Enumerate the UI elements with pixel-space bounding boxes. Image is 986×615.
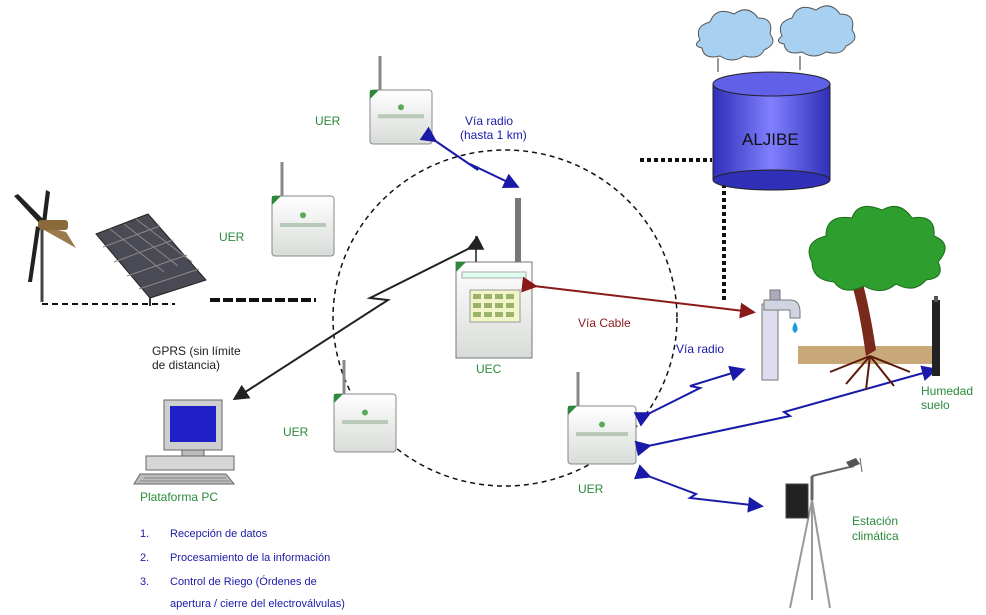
humedad-label-line1: Humedad [921,384,974,398]
tank-icon [712,71,831,191]
pc-icon [133,399,236,485]
humedad-label-line2: suelo [921,398,950,412]
function-text: Procesamiento de la información [170,552,331,564]
uec-label: UEC [476,362,502,376]
via-radio-right-label: Vía radio [676,342,725,356]
uer-device-left[interactable] [271,162,335,257]
uer-label-bottom-right: UER [578,482,604,496]
aljibe-label: ALJIBE [742,130,799,149]
uer-label-left: UER [219,230,245,244]
weather-station-icon [785,457,863,609]
uer-device-bottom-right[interactable] [567,372,637,465]
plataforma-pc-label: Plataforma PC [140,490,219,504]
soil-probe-icon [932,296,940,376]
gprs-label-line1: GPRS (sin límite [152,344,241,358]
function-number: 2. [140,552,150,564]
radio-link-top [419,126,520,189]
via-radio-top-range: (hasta 1 km) [460,128,527,142]
cloud-icon-right [778,5,856,57]
uer-label-bottom-left: UER [283,425,309,439]
pc-functions-list: 1. Recepción de datos 2. Procesamiento de … [140,522,345,614]
cloud-icon-left [696,9,774,61]
function-text: Recepción de datos [170,528,268,540]
function-text: Control de Riego (Órdenes de [170,576,317,588]
function-item: 3. Control de Riego (Órdenes de [140,570,345,594]
via-radio-top-label: Vía radio [465,114,514,128]
via-cable-label: Vía Cable [578,316,631,330]
solar-panel-icon [95,213,207,306]
cable-link [521,276,756,319]
estacion-label-line2: climática [852,529,899,543]
function-number: 3. [140,576,150,588]
radio-link-station [633,464,764,513]
function-item: 1. Recepción de datos [140,522,345,546]
uec-device[interactable] [455,198,533,359]
faucet-icon [761,289,801,381]
radio-link-tap [633,365,746,427]
gprs-label-line2: de distancia) [152,358,221,372]
uer-device-bottom-left[interactable] [333,360,397,453]
function-number: 1. [140,528,150,540]
uer-label-top: UER [315,114,341,128]
gprs-link [232,235,485,401]
function-item: 2. Procesamiento de la información [140,546,345,570]
tree-icon [798,205,946,391]
function-item-continuation: apertura / cierre del electroválvulas) [170,598,345,610]
uer-device-top[interactable] [369,56,433,145]
rain-lines [717,56,801,72]
estacion-label-line1: Estación [852,514,899,528]
wind-turbine-icon [14,190,76,302]
radio-link-soil [634,365,938,457]
